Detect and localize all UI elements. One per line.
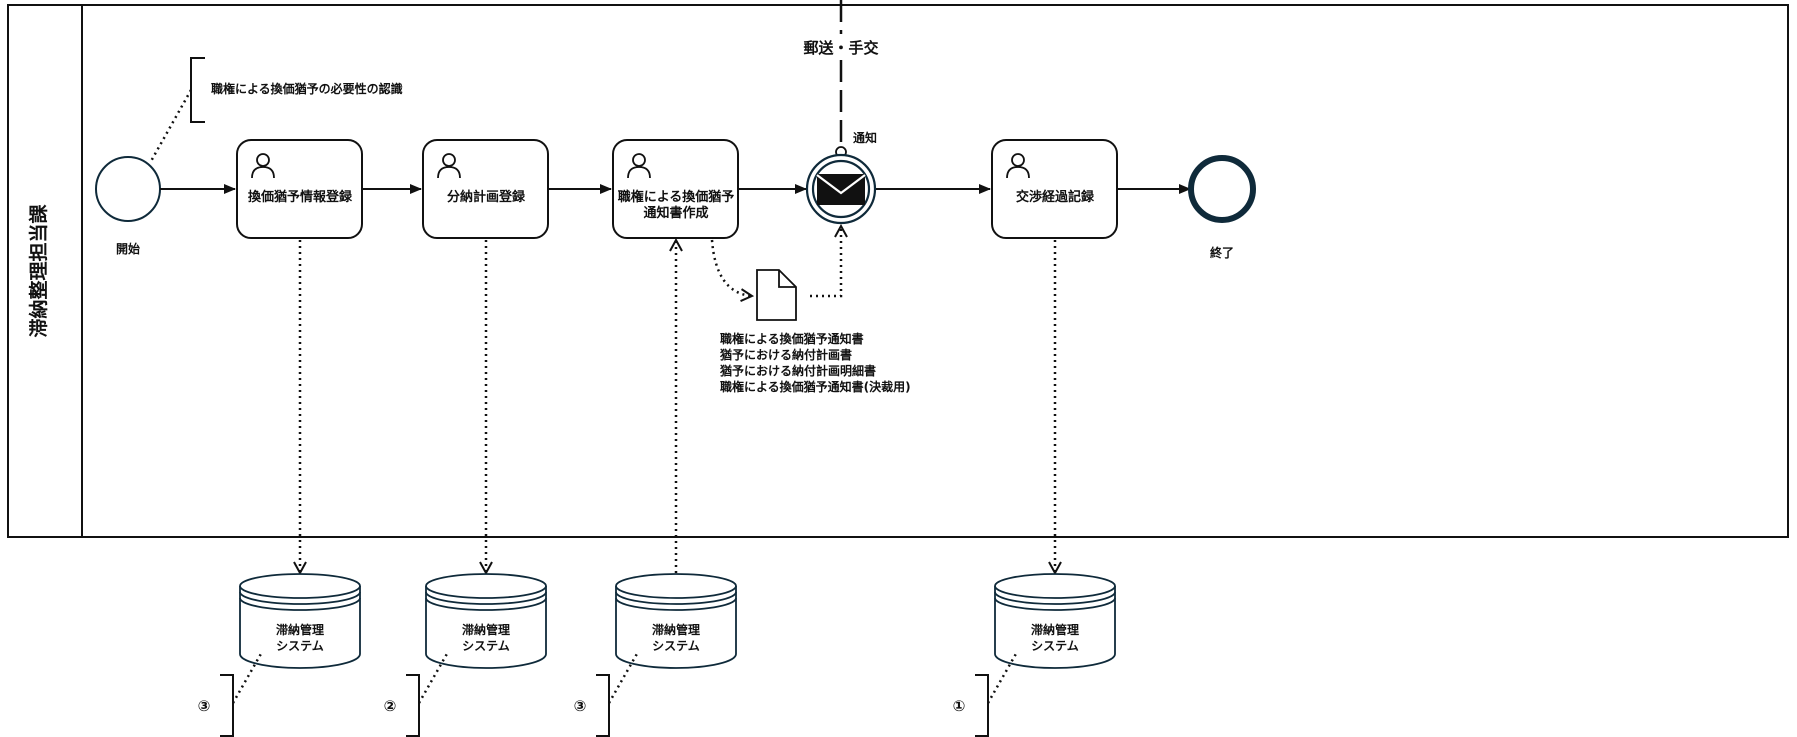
task-label: 分納計画登録: [447, 189, 526, 205]
annotation-association: [231, 651, 264, 704]
task-bunno-keikaku-toroku[interactable]: 分納計画登録: [422, 139, 549, 239]
task-tsuchisho-sakusei[interactable]: 職権による換価猶予 通知書作成: [612, 139, 739, 239]
message-flow-label: 郵送・手交: [803, 39, 878, 57]
datastore-label-line-1: 滞納管理: [462, 622, 510, 637]
user-task-icon: [1006, 153, 1030, 179]
datastore-label-line-1: 滞納管理: [276, 622, 324, 637]
annotation-association-top: [148, 89, 193, 164]
document-icon: [756, 269, 797, 321]
annotation-text-top: 職権による換価猶予の必要性の認識: [211, 81, 403, 96]
datastore-label-line-2: システム: [652, 639, 700, 653]
datastore-label-line-2: システム: [276, 639, 324, 653]
user-task-icon: [627, 153, 651, 179]
annotation-number: ②: [384, 697, 397, 715]
annotation-number: ①: [953, 697, 966, 715]
datastore-taino-kanri-system[interactable]: 滞納管理 システム: [239, 573, 361, 669]
datastore-taino-kanri-system[interactable]: 滞納管理 システム: [425, 573, 547, 669]
annotation-association: [986, 651, 1019, 704]
user-task-icon: [437, 153, 461, 179]
datastore-taino-kanri-system[interactable]: 滞納管理 システム: [994, 573, 1116, 669]
notify-event-label: 通知: [853, 130, 877, 145]
document-name-4: 職権による換価猶予通知書(決裁用): [720, 379, 911, 394]
task-label: 換価猶予情報登録: [248, 189, 353, 205]
annotation-bracket-top: [190, 57, 205, 123]
envelope-icon: [816, 174, 866, 205]
data-input-association: [810, 226, 841, 298]
document-name-2: 猶予における納付計画書: [719, 347, 852, 362]
pool-border: [7, 4, 1789, 538]
annotation-association: [607, 651, 640, 704]
datastore-label-line-2: システム: [462, 639, 510, 653]
document-name-3: 猶予における納付計画明細書: [719, 363, 876, 378]
intermediate-message-event[interactable]: [805, 153, 877, 225]
annotation-association: [417, 651, 450, 704]
lane-title: 滞納整理担当課: [27, 204, 50, 338]
data-output-association: [710, 239, 752, 296]
task-kanka-yuuyo-joho-toroku[interactable]: 換価猶予情報登録: [236, 139, 363, 239]
end-event-label: 終了: [1210, 245, 1234, 260]
annotation-number: ③: [574, 697, 587, 715]
start-event[interactable]: [95, 156, 161, 222]
datastore-taino-kanri-system[interactable]: 滞納管理 システム: [615, 573, 737, 669]
datastore-label-line-1: 滞納管理: [652, 622, 700, 637]
annotation-bracket: [975, 674, 989, 737]
annotation-bracket: [220, 674, 234, 737]
annotation-bracket: [406, 674, 420, 737]
document-name-1: 職権による換価猶予通知書: [720, 331, 864, 346]
end-event[interactable]: [1188, 155, 1256, 223]
task-label-line-1: 職権による換価猶予: [618, 189, 735, 205]
task-label-line-2: 通知書作成: [643, 205, 708, 221]
message-flow-label-bg: [793, 34, 889, 58]
annotation-number: ③: [198, 697, 211, 715]
task-kosho-keika-kiroku[interactable]: 交渉経過記録: [991, 139, 1118, 239]
task-label: 交渉経過記録: [1016, 189, 1095, 205]
start-event-label: 開始: [116, 241, 140, 256]
document-fold: [778, 270, 796, 288]
datastore-label-line-1: 滞納管理: [1031, 622, 1079, 637]
user-task-icon: [251, 153, 275, 179]
datastore-label-line-2: システム: [1031, 639, 1079, 653]
annotation-bracket: [596, 674, 610, 737]
